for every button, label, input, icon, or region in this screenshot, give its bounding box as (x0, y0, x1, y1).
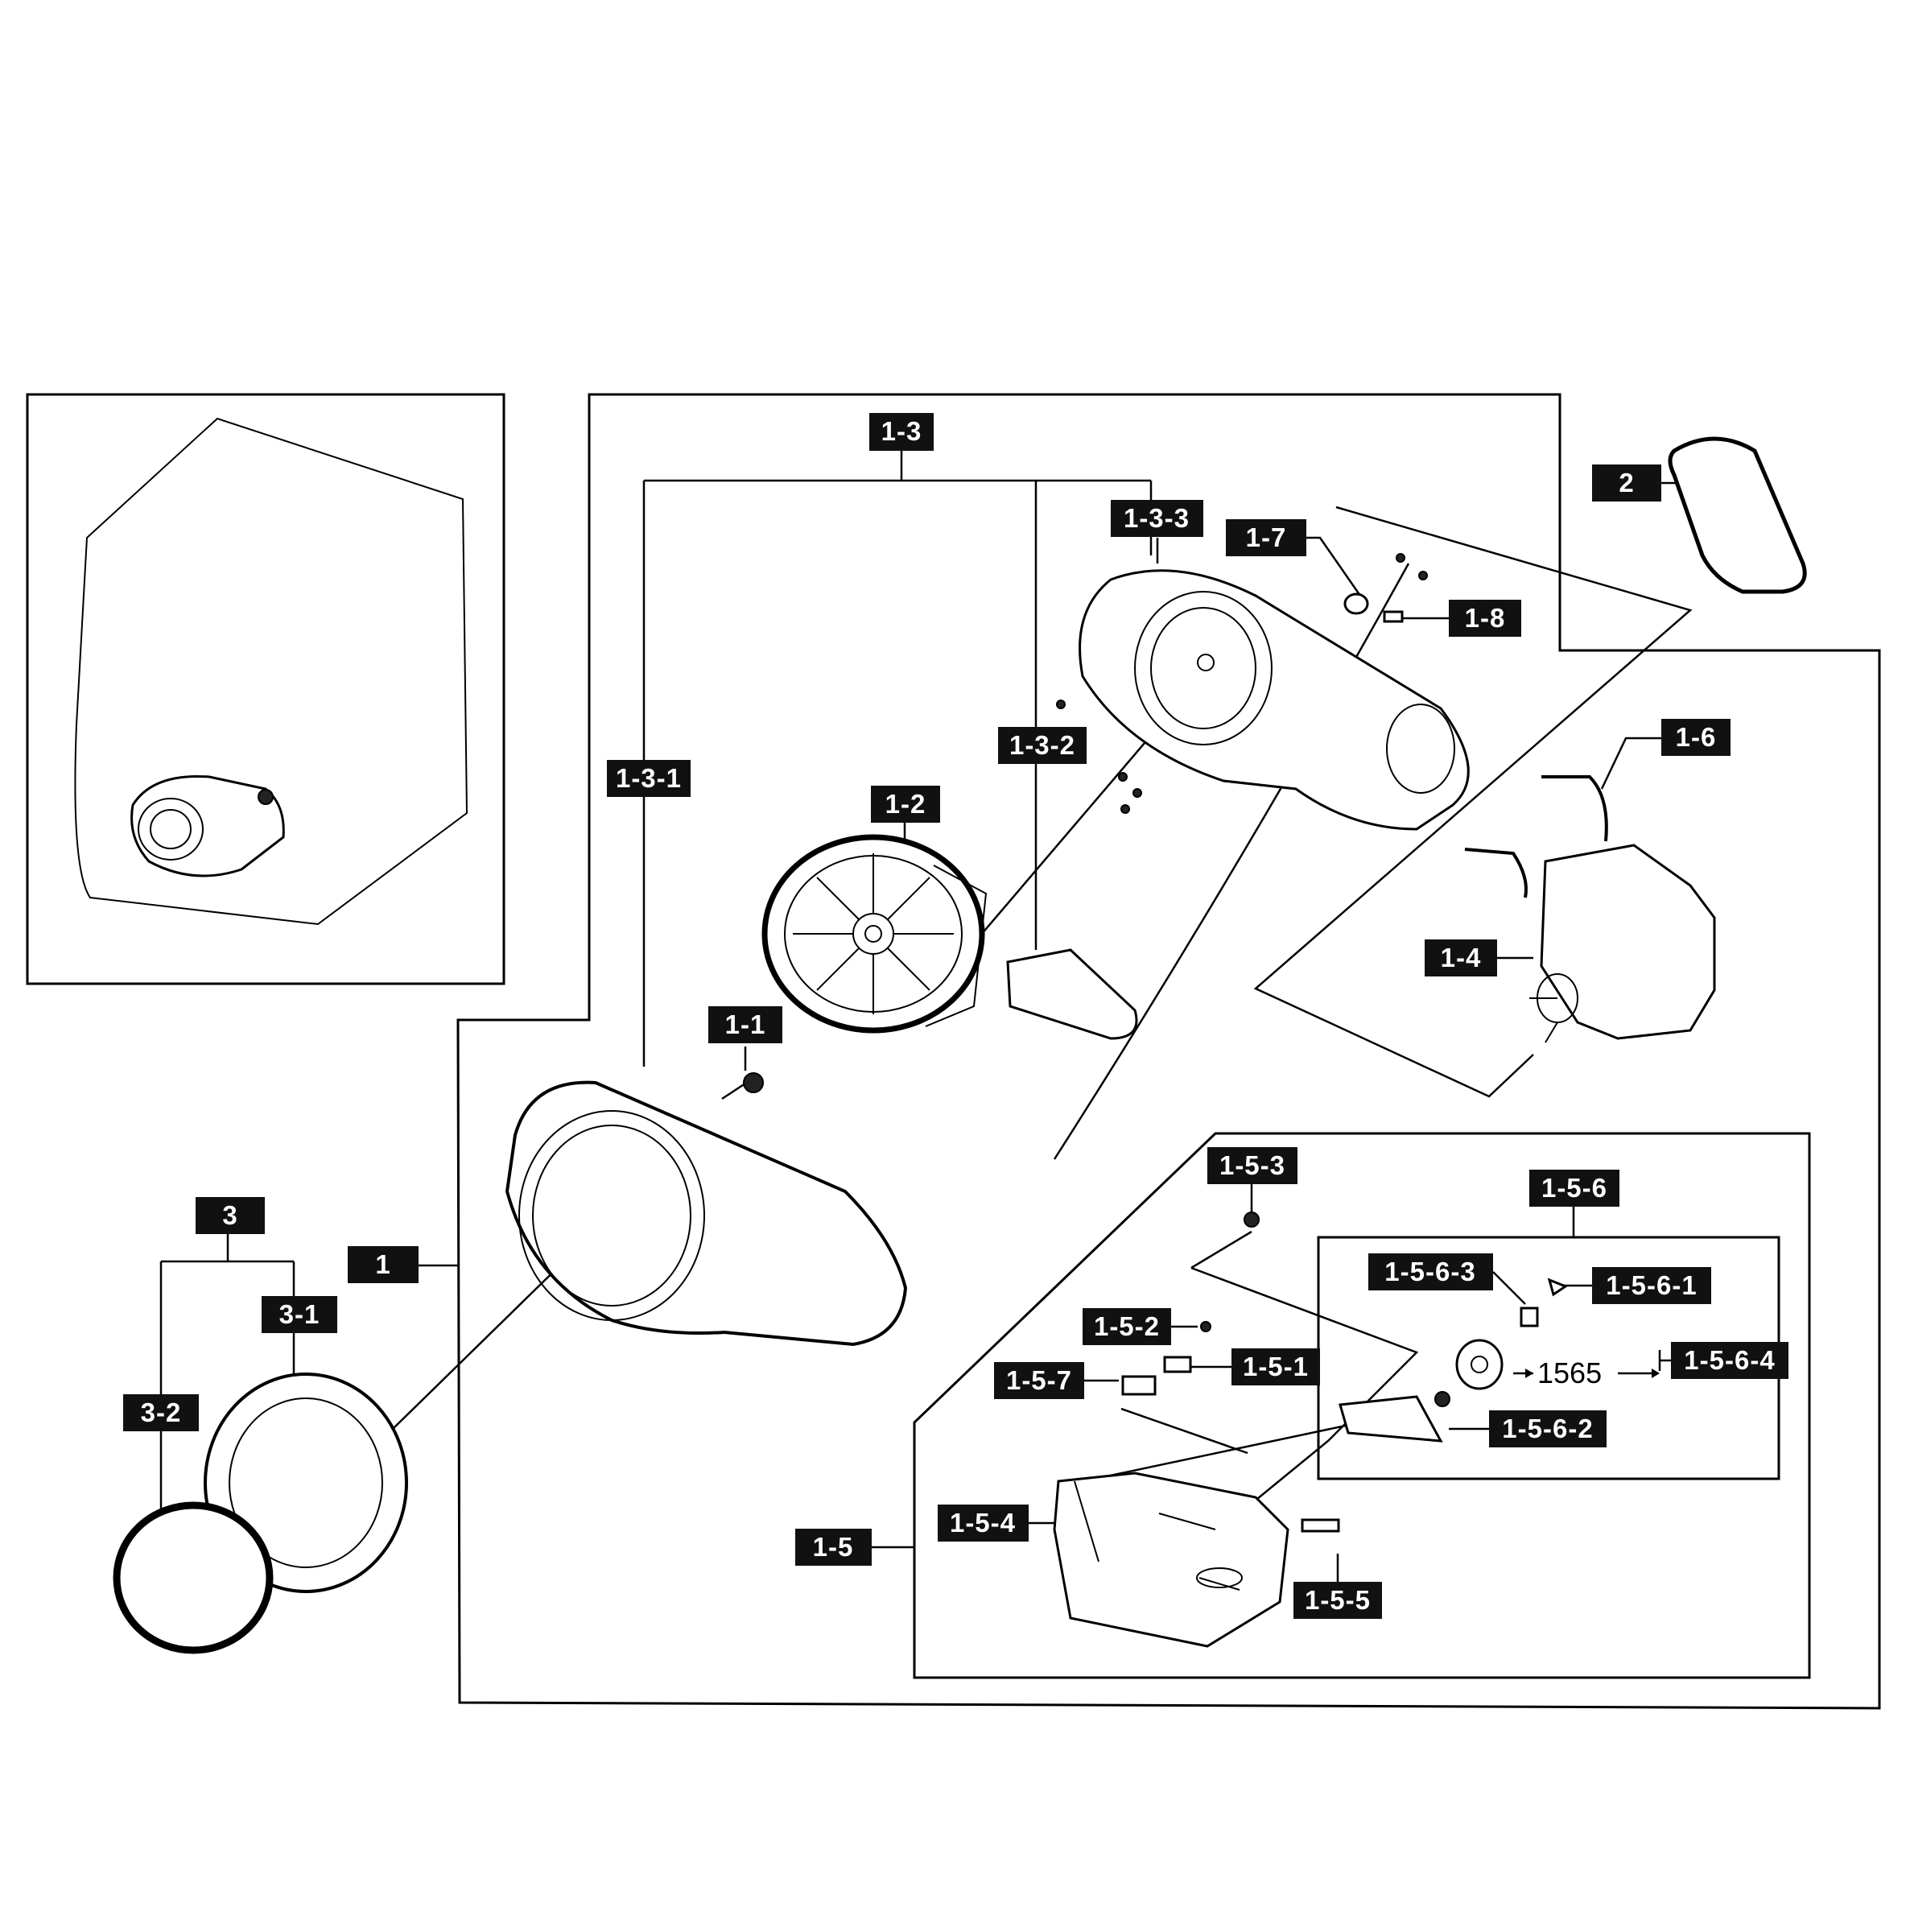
callout-1-6[interactable]: 1-6 (1661, 719, 1731, 756)
air-duct-piece (1006, 948, 1138, 1040)
hex-nut (743, 1072, 764, 1093)
callout-1-5-6-2[interactable]: 1-5-6-2 (1489, 1410, 1607, 1447)
svg-text:1-6: 1-6 (1676, 722, 1717, 752)
callout-1-5-6-1[interactable]: 1-5-6-1 (1592, 1267, 1711, 1304)
callout-labels: 1-3 2 1-3-3 1-7 1-8 1-6 1-3-1 1-3-2 1-2 … (123, 413, 1788, 1619)
callout-1-5-5[interactable]: 1-5-5 (1293, 1582, 1382, 1619)
inset-frame (26, 393, 505, 985)
svg-text:1-7: 1-7 (1246, 522, 1287, 552)
callout-1-7[interactable]: 1-7 (1226, 519, 1306, 556)
callout-1-3-2[interactable]: 1-3-2 (998, 727, 1087, 764)
svg-text:1: 1 (375, 1249, 390, 1279)
motor-bracket-base (1053, 1472, 1289, 1648)
svg-text:1-3: 1-3 (881, 416, 922, 446)
callout-3-1[interactable]: 3-1 (262, 1296, 337, 1333)
inset-blower-assembly (130, 774, 285, 877)
callout-1-5-4[interactable]: 1-5-4 (938, 1505, 1029, 1542)
subassembly-1-5-frame (913, 1132, 1811, 1679)
callout-1-5-3[interactable]: 1-5-3 (1207, 1147, 1297, 1184)
callout-1-4[interactable]: 1-4 (1425, 939, 1497, 976)
svg-text:1-5: 1-5 (813, 1532, 854, 1562)
callout-1-5-6[interactable]: 1-5-6 (1529, 1170, 1619, 1207)
inset-overview (26, 393, 505, 985)
svg-text:1-3-3: 1-3-3 (1124, 503, 1190, 533)
svg-text:1-5-1: 1-5-1 (1243, 1352, 1309, 1381)
main-assembly-frame (456, 393, 1881, 1710)
svg-text:1-3-2: 1-3-2 (1009, 730, 1075, 760)
callout-3-2[interactable]: 3-2 (123, 1394, 199, 1431)
blower-fan-impeller (761, 834, 988, 1034)
svg-text:3-1: 3-1 (279, 1299, 320, 1329)
svg-text:1-5-6-3: 1-5-6-3 (1384, 1257, 1475, 1286)
callout-1-5[interactable]: 1-5 (795, 1529, 872, 1566)
blower-housing-front (505, 1080, 908, 1347)
svg-text:1-2: 1-2 (885, 789, 926, 819)
drive-motor (1529, 844, 1716, 1043)
blower-housing-rear (1056, 569, 1470, 831)
svg-text:1-5-6-4: 1-5-6-4 (1684, 1345, 1775, 1375)
idler-small-parts (1121, 1212, 1569, 1443)
svg-text:3: 3 (222, 1200, 237, 1230)
callout-1-5-7[interactable]: 1-5-7 (994, 1362, 1084, 1399)
svg-text:3-2: 3-2 (141, 1397, 182, 1427)
callout-1-3-3[interactable]: 1-3-3 (1111, 500, 1203, 537)
callout-1-5-2[interactable]: 1-5-2 (1083, 1308, 1171, 1345)
svg-text:1-5-4: 1-5-4 (950, 1508, 1016, 1538)
svg-text:1-8: 1-8 (1465, 603, 1506, 633)
svg-text:1-5-7: 1-5-7 (1006, 1365, 1072, 1395)
thermostat-parts (1343, 553, 1428, 623)
svg-text:1-5-5: 1-5-5 (1305, 1585, 1371, 1615)
svg-text:1-5-6-1: 1-5-6-1 (1606, 1270, 1697, 1300)
callout-1[interactable]: 1 (348, 1246, 419, 1283)
svg-text:1-1: 1-1 (725, 1009, 766, 1039)
callout-1-5-6-3[interactable]: 1-5-6-3 (1368, 1253, 1493, 1290)
svg-text:1-5-2: 1-5-2 (1094, 1311, 1160, 1341)
svg-text:1-5-3: 1-5-3 (1219, 1150, 1285, 1180)
callout-1-3-1[interactable]: 1-3-1 (607, 760, 691, 797)
svg-text:1-3-1: 1-3-1 (616, 763, 682, 793)
callout-1-3[interactable]: 1-3 (869, 413, 934, 451)
callout-1-5-6-4[interactable]: 1-5-6-4 (1671, 1342, 1788, 1379)
callout-1-2[interactable]: 1-2 (871, 786, 940, 823)
callout-2[interactable]: 2 (1592, 464, 1661, 502)
reference-1565-text: 1565 (1537, 1356, 1602, 1389)
drive-belt (1668, 436, 1807, 594)
callout-1-8[interactable]: 1-8 (1449, 600, 1521, 637)
svg-text:1-4: 1-4 (1441, 943, 1482, 972)
svg-text:1-5-6: 1-5-6 (1541, 1173, 1607, 1203)
reference-1565: 1565 (1513, 1356, 1660, 1389)
callout-1-5-1[interactable]: 1-5-1 (1231, 1348, 1320, 1385)
motor-mount-clips (1464, 775, 1608, 898)
felt-seal-ring (113, 1501, 274, 1654)
svg-text:1-5-6-2: 1-5-6-2 (1502, 1414, 1593, 1443)
callout-1-1[interactable]: 1-1 (708, 1006, 782, 1043)
callout-3[interactable]: 3 (196, 1197, 265, 1234)
svg-text:2: 2 (1619, 468, 1634, 497)
dryer-cabinet-outline (74, 417, 468, 926)
idler-spring (1301, 1518, 1340, 1533)
